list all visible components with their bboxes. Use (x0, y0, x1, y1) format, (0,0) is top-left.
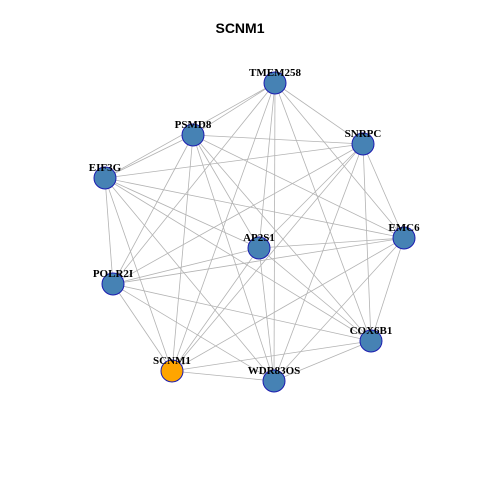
edge-psmd8-scnm1 (171, 134, 194, 372)
edge-polr2i-scnm1 (112, 283, 173, 372)
node-label-psmd8: PSMD8 (175, 119, 212, 131)
node-label-eif3g: EIF3G (89, 162, 122, 174)
edge-eif3g-emc6 (104, 177, 405, 239)
edge-tmem258-polr2i (112, 82, 276, 285)
edge-psmd8-wdr83os (192, 134, 275, 382)
edge-ap2s1-scnm1 (171, 247, 260, 372)
node-label-cox6b1: COX6B1 (350, 325, 393, 337)
edge-snrpc-wdr83os (273, 143, 364, 382)
edge-psmd8-eif3g (104, 134, 194, 179)
node-snrpc[interactable] (351, 132, 375, 156)
node-scnm1[interactable] (160, 359, 184, 383)
edge-ap2s1-cox6b1 (258, 247, 372, 342)
edge-psmd8-emc6 (192, 134, 405, 239)
node-label-wdr83os: WDR83OS (248, 365, 301, 377)
edge-eif3g-ap2s1 (104, 177, 260, 249)
node-psmd8[interactable] (181, 123, 205, 147)
edge-snrpc-scnm1 (171, 143, 364, 372)
node-label-tmem258: TMEM258 (249, 67, 301, 79)
node-label-emc6: EMC6 (388, 222, 420, 234)
edge-snrpc-ap2s1 (258, 143, 364, 249)
edge-ap2s1-polr2i (112, 247, 260, 285)
edge-snrpc-emc6 (362, 143, 405, 239)
node-emc6[interactable] (392, 226, 416, 250)
node-wdr83os[interactable] (262, 369, 286, 393)
edge-eif3g-scnm1 (104, 177, 173, 372)
edge-snrpc-cox6b1 (362, 143, 372, 342)
edge-scnm1-wdr83os (171, 370, 275, 382)
edge-eif3g-polr2i (104, 177, 114, 285)
edge-psmd8-polr2i (112, 134, 194, 285)
edge-tmem258-ap2s1 (258, 82, 276, 249)
edge-eif3g-wdr83os (104, 177, 275, 382)
node-label-snrpc: SNRPC (345, 128, 382, 140)
edge-polr2i-wdr83os (112, 283, 275, 382)
edge-polr2i-cox6b1 (112, 283, 372, 342)
nodes-layer (93, 71, 416, 393)
node-tmem258[interactable] (263, 71, 287, 95)
edge-snrpc-eif3g (104, 143, 364, 179)
edge-snrpc-polr2i (112, 143, 364, 285)
edge-emc6-cox6b1 (370, 237, 405, 342)
node-label-ap2s1: AP2S1 (243, 232, 275, 244)
graph-title: SCNM1 (215, 20, 265, 36)
edge-cox6b1-wdr83os (273, 340, 372, 382)
node-cox6b1[interactable] (359, 329, 383, 353)
edge-emc6-polr2i (112, 237, 405, 285)
node-ap2s1[interactable] (247, 236, 271, 260)
node-polr2i[interactable] (101, 272, 125, 296)
node-eif3g[interactable] (93, 166, 117, 190)
edge-tmem258-emc6 (274, 82, 405, 239)
edge-tmem258-snrpc (274, 82, 364, 145)
edge-ap2s1-wdr83os (258, 247, 275, 382)
edge-cox6b1-scnm1 (171, 340, 372, 372)
edge-emc6-ap2s1 (258, 237, 405, 249)
edge-emc6-scnm1 (171, 237, 405, 372)
edge-psmd8-snrpc (192, 134, 364, 145)
node-label-scnm1: SCNM1 (153, 355, 191, 367)
edge-emc6-wdr83os (273, 237, 405, 382)
edge-tmem258-psmd8 (192, 82, 276, 136)
edges-layer (104, 82, 405, 382)
edge-tmem258-cox6b1 (274, 82, 372, 342)
node-label-polr2i: POLR2I (93, 268, 133, 280)
edge-psmd8-ap2s1 (192, 134, 260, 249)
edge-eif3g-cox6b1 (104, 177, 372, 342)
